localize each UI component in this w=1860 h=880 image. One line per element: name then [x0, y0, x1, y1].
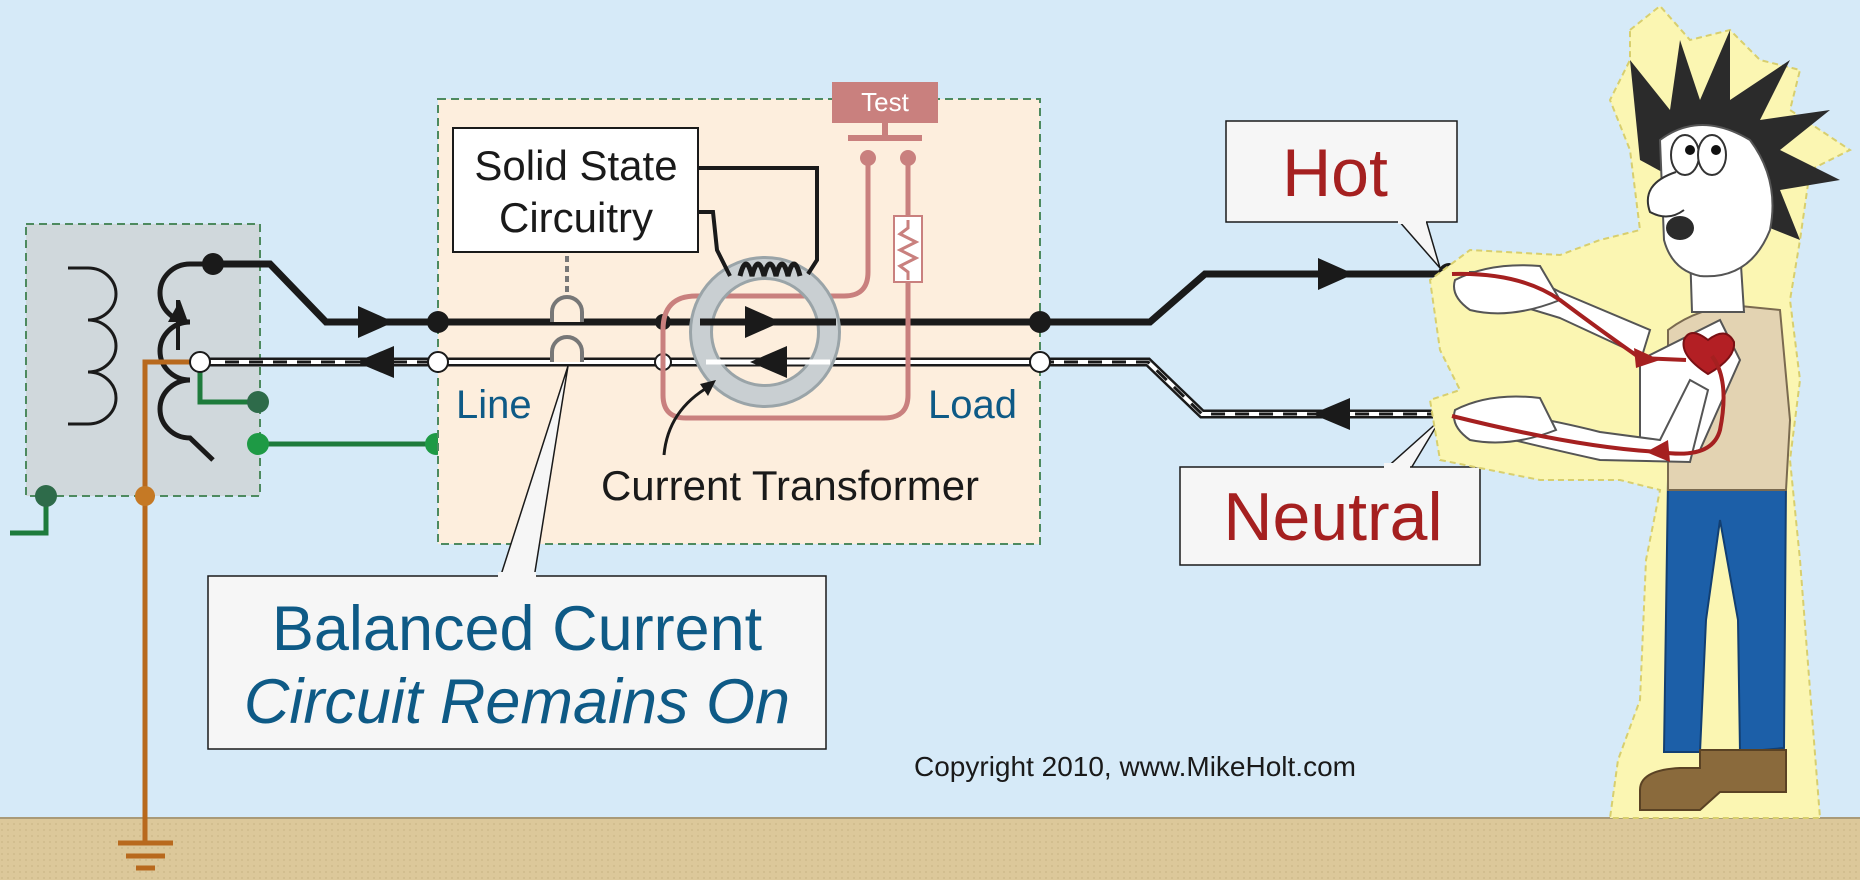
circuit-remains-on-text: Circuit Remains On — [244, 667, 790, 737]
shoes — [1639, 749, 1787, 811]
hot-label: Hot — [1282, 135, 1388, 211]
solid-state-circuitry-box — [452, 127, 699, 253]
hot-arrow-left — [358, 306, 394, 338]
sense-coil — [737, 261, 803, 277]
earth-ground-wire — [118, 359, 192, 871]
hot-callout: Hot — [1225, 120, 1458, 269]
circuitry-label-line1: Solid State — [474, 142, 677, 189]
line-label: Line — [456, 383, 532, 427]
secondary-coil — [157, 261, 215, 462]
ground-strip — [0, 818, 1860, 880]
shock-current-path — [1451, 271, 1726, 456]
test-button-label: Test — [861, 87, 909, 117]
mouth — [1666, 216, 1694, 240]
test-circuit: Test — [660, 82, 938, 421]
eye-right — [1697, 134, 1727, 176]
shocked-person-illustration — [1428, 4, 1852, 819]
neutral-arrow-left — [356, 346, 394, 378]
ct-label: Current Transformer — [601, 462, 979, 509]
neutral-arrow-right — [1312, 398, 1350, 430]
ct-pointer — [662, 384, 711, 456]
primary-coil — [68, 266, 118, 426]
nose — [1646, 171, 1685, 218]
hand-upper — [1453, 264, 1562, 315]
load-label: Load — [928, 383, 1017, 427]
eye-left — [1670, 134, 1700, 176]
hand-lower — [1453, 395, 1558, 444]
sensing-jumper — [550, 256, 584, 362]
circuitry-label-line2: Circuitry — [499, 194, 653, 241]
circuitry-leads — [697, 166, 819, 277]
balanced-current-callout: Balanced Current Circuit Remains On — [207, 365, 827, 750]
current-transformer — [689, 256, 841, 408]
hot-arrow-right — [1318, 258, 1354, 290]
heart-icon — [1682, 332, 1736, 376]
neutral-callout: Neutral — [1179, 419, 1481, 566]
balanced-current-title: Balanced Current — [272, 594, 763, 664]
neutral-conductor — [189, 346, 1459, 430]
copyright-text: Copyright 2010, www.MikeHolt.com — [914, 751, 1356, 782]
neutral-label: Neutral — [1223, 479, 1442, 555]
jeans — [1662, 479, 1788, 754]
test-button[interactable] — [832, 82, 938, 123]
